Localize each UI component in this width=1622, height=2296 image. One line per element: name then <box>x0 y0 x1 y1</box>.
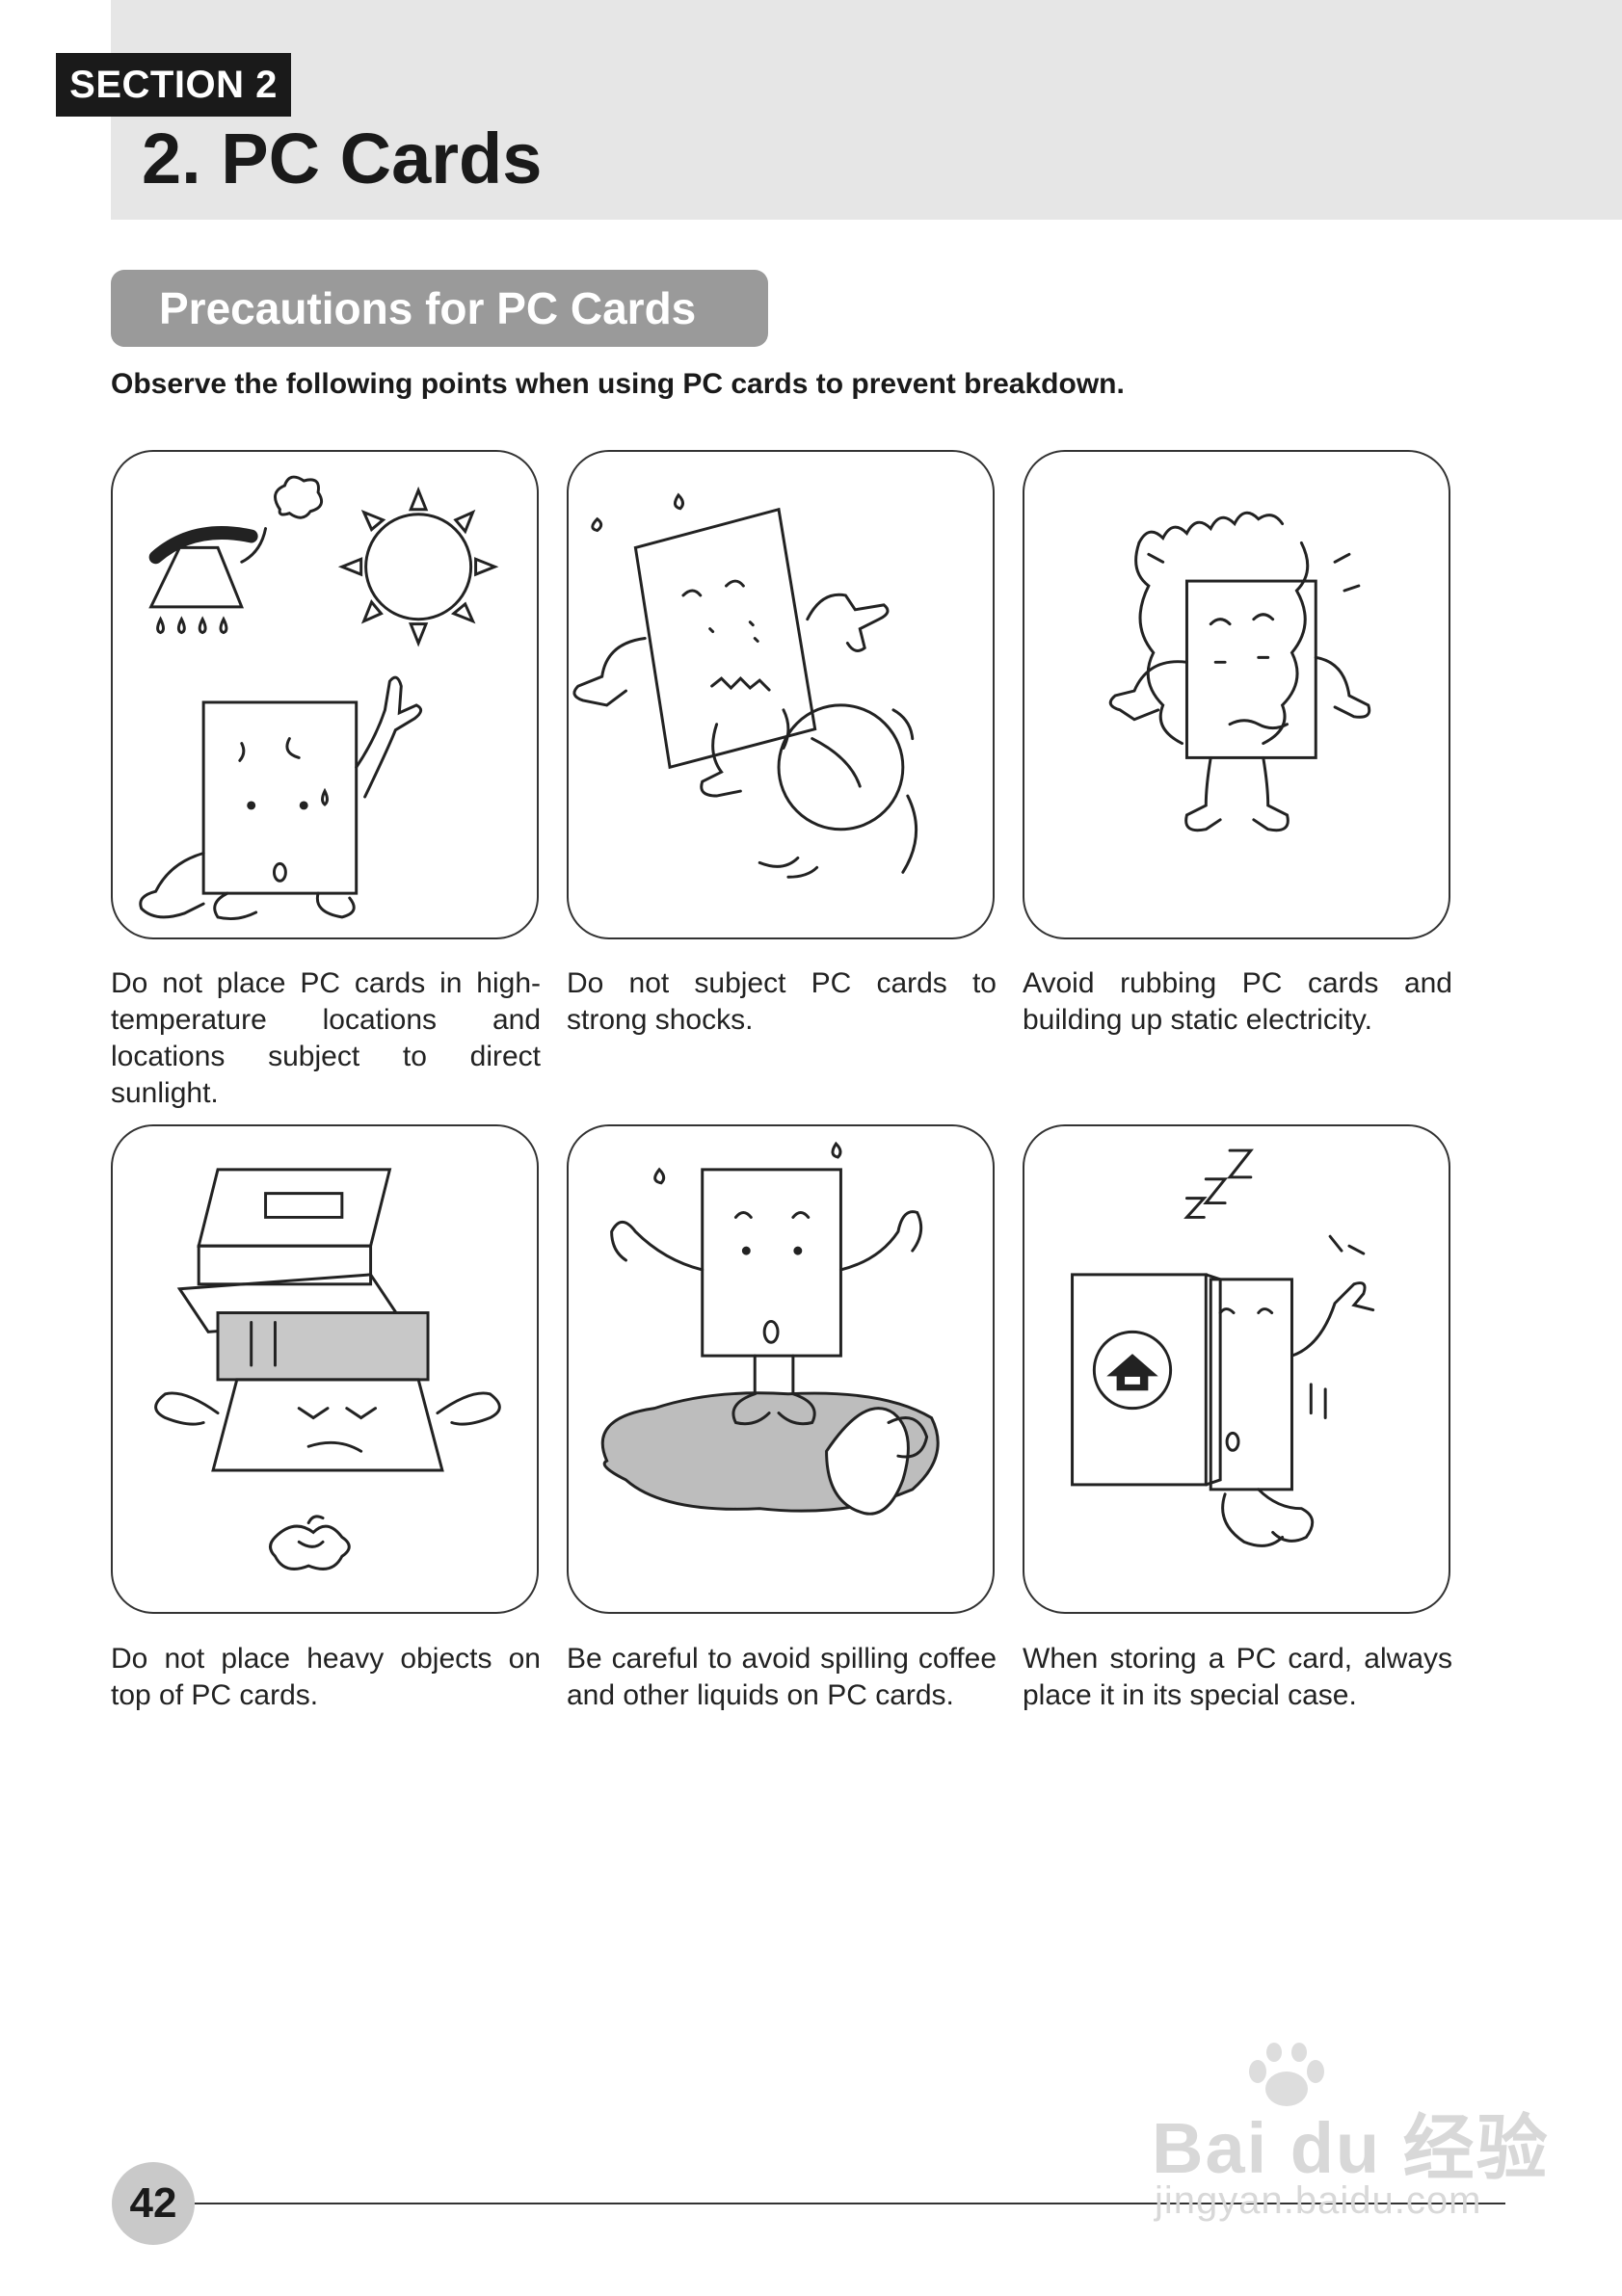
card-shock-illustration <box>572 492 918 879</box>
watermark-url: jingyan.baidu.com <box>1155 2179 1482 2222</box>
illustration-panel-storage <box>1023 1124 1450 1614</box>
card-heavy-objects-illustration <box>154 1168 501 1570</box>
caption-storage: When storing a PC card, always place it … <box>1023 1643 1452 1711</box>
subsection-title: Precautions for PC Cards <box>111 270 768 347</box>
illustration-panel-shock <box>567 450 995 939</box>
caption-heavy: Do not place heavy objects on top of PC … <box>111 1643 541 1711</box>
illustration-panel-heat <box>111 450 539 939</box>
watermark-logo: Bai du 经验 <box>1152 2108 1550 2188</box>
caption-heat: Do not place PC cards in high-temperatur… <box>111 967 541 1109</box>
intro-text: Observe the following points when using … <box>111 368 1125 400</box>
page-title: 2. PC Cards <box>142 119 543 198</box>
caption-static: Avoid rubbing PC cards and building up s… <box>1023 967 1452 1036</box>
caption-liquid: Be careful to avoid spilling coffee and … <box>567 1643 997 1711</box>
illustration-panel-liquid <box>567 1124 995 1614</box>
section-tag: SECTION 2 <box>56 53 291 117</box>
caption-shock: Do not subject PC cards to strong shocks… <box>567 967 997 1036</box>
card-static-illustration <box>1108 511 1371 832</box>
illustration-panel-static <box>1023 450 1450 939</box>
page-number: 42 <box>112 2162 195 2245</box>
baidu-paw-icon <box>1249 2043 1324 2106</box>
card-liquid-spill-illustration <box>600 1141 940 1516</box>
footer-rule <box>195 2203 1505 2204</box>
card-storage-case-illustration <box>1071 1148 1375 1547</box>
card-heat-sun-illustration <box>139 475 499 921</box>
header-band <box>111 0 1622 220</box>
illustration-panel-heavy <box>111 1124 539 1614</box>
